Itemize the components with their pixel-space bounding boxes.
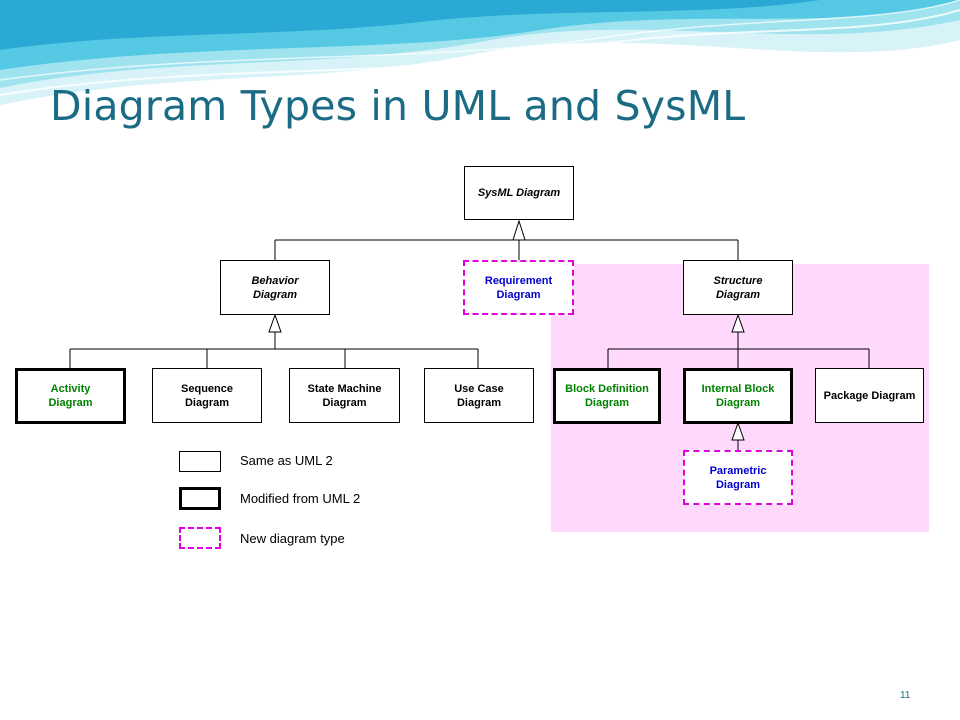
behavior-diagram-label: Behavior Diagram — [251, 274, 299, 301]
requirement-diagram-label: Requirement Diagram — [484, 274, 553, 301]
structure-diagram-box: Structure Diagram — [683, 260, 793, 315]
sequence-diagram-label: Sequence Diagram — [181, 382, 233, 409]
sysml-diagram-box: SysML Diagram — [464, 166, 574, 220]
block-definition-diagram-label: Block Definition Diagram — [565, 383, 649, 409]
sysml-diagram-label: SysML Diagram — [477, 187, 561, 199]
parametric-diagram-label: Parametric Diagram — [709, 464, 767, 491]
page-title: Diagram Types in UML and SysML — [50, 82, 746, 130]
block-definition-diagram-box: Block Definition Diagram — [553, 368, 661, 424]
legend-new-label: New diagram type — [240, 531, 345, 546]
legend-same-swatch — [179, 451, 221, 472]
internal-block-diagram-box: Internal Block Diagram — [683, 368, 793, 424]
legend-modified-swatch — [179, 487, 221, 510]
legend-new-swatch — [179, 527, 221, 549]
state-machine-diagram-label: State Machine Diagram — [307, 382, 382, 409]
internal-block-diagram-label: Internal Block Diagram — [701, 383, 775, 409]
legend-same-label: Same as UML 2 — [240, 453, 333, 468]
legend-modified-label: Modified from UML 2 — [240, 491, 361, 506]
requirement-diagram-box: Requirement Diagram — [463, 260, 574, 315]
activity-diagram-label: Activity Diagram — [48, 383, 93, 409]
sequence-diagram-box: Sequence Diagram — [152, 368, 262, 423]
state-machine-diagram-box: State Machine Diagram — [289, 368, 400, 423]
behavior-diagram-box: Behavior Diagram — [220, 260, 330, 315]
use-case-diagram-label: Use Case Diagram — [454, 382, 504, 409]
use-case-diagram-box: Use Case Diagram — [424, 368, 534, 423]
activity-diagram-box: Activity Diagram — [15, 368, 126, 424]
structure-diagram-label: Structure Diagram — [713, 274, 763, 301]
package-diagram-box: Package Diagram — [815, 368, 924, 423]
page-number: 11 — [900, 690, 911, 701]
parametric-diagram-box: Parametric Diagram — [683, 450, 793, 505]
package-diagram-label: Package Diagram — [823, 389, 916, 402]
decorative-wave-header — [0, 0, 960, 105]
